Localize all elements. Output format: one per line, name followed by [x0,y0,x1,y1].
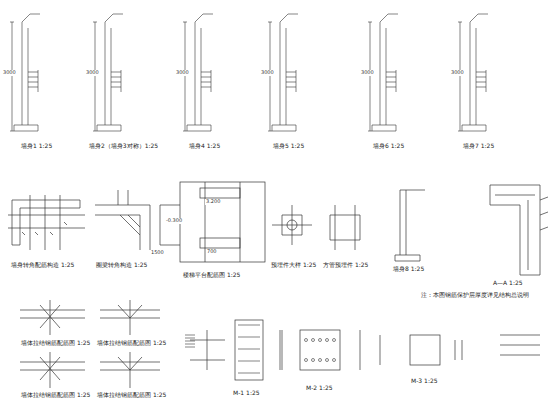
dimension-text: 3000 [85,70,100,76]
detail-caption: 墙身转角配筋构造 1:25 [10,262,75,269]
detail-caption: 圈梁转角构造 1:25 [95,262,148,269]
dimension-text: 700 [206,249,218,255]
detail-caption: 墙身2（墙身3对称）1:25 [88,143,159,150]
detail-caption: A—A 1:25 [492,280,524,287]
detail-caption: 墙体拉结钢筋配筋图 1:25 [20,392,91,399]
dimension-text: 3000 [360,70,375,76]
detail-caption: 楼梯平台配筋图 1:25 [182,272,241,279]
dimension-text: 3000 [450,70,465,76]
detail-caption: 墙身5 1:25 [272,143,305,150]
detail-caption: 注：本图钢筋保护层厚度详见结构总说明 [420,292,530,299]
dimension-text: 3000 [260,70,275,76]
detail-caption: 墙身4 1:25 [188,143,221,150]
dimension-text: 3000 [175,70,190,76]
detail-caption: 墙体拉结钢筋配筋图 1:25 [96,392,167,399]
detail-caption: 墙身6 1:25 [372,143,405,150]
dimension-text: 3000 [2,70,17,76]
dimension-text: 1500 [150,250,165,256]
detail-caption: 预埋件大样 1:25 [270,262,317,269]
dimension-text: -0.300 [165,218,183,224]
detail-caption: 墙身7 1:25 [462,143,495,150]
dimension-text: 3.200 [205,199,221,205]
detail-caption: M-2 1:25 [305,385,334,392]
detail-caption: 方管预埋件 1:25 [322,262,369,269]
detail-caption: M-3 1:25 [410,378,439,385]
detail-caption: 墙身8 1:25 [392,266,425,273]
detail-caption: 墙体拉结钢筋配筋图 1:25 [20,340,91,347]
detail-caption: 墙体拉结钢筋配筋图 1:25 [96,340,167,347]
detail-caption: M-1 1:25 [232,390,261,397]
detail-caption: 墙身1 1:25 [20,143,53,150]
